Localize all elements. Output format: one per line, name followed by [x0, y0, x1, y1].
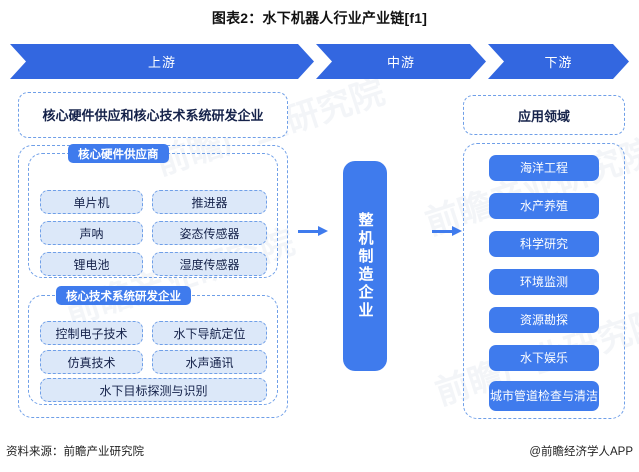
upstream-item: 锂电池: [40, 252, 143, 276]
arrow-head: [452, 226, 462, 236]
downstream-item: 科学研究: [489, 231, 599, 257]
upstream-header: 核心硬件供应和核心技术系统研发企业: [18, 92, 288, 138]
upstream-item: 单片机: [40, 190, 143, 214]
credit-note: @前瞻经济学人APP: [529, 446, 633, 458]
downstream-item: 水下娱乐: [489, 345, 599, 371]
source-note: 资料来源：前瞻产业研究院: [6, 446, 144, 458]
arrow-shaft: [432, 230, 454, 233]
ribbon-segment-upstream: 上游: [10, 44, 314, 79]
stage-ribbon: 上游 中游 下游: [10, 44, 629, 79]
downstream-container: [463, 143, 625, 419]
upstream-item: 水声通讯: [152, 350, 267, 374]
arrow-shaft: [298, 230, 320, 233]
upstream-item: 姿态传感器: [152, 221, 267, 245]
downstream-header: 应用领域: [463, 95, 625, 135]
page-title: 图表2：水下机器人行业产业链[f1]: [211, 10, 428, 26]
ribbon-segment-midstream: 中游: [316, 44, 486, 79]
downstream-item: 城市管道检查与清洁: [489, 381, 599, 411]
downstream-item: 环境监测: [489, 269, 599, 295]
arrow-right-icon: [432, 226, 462, 238]
upstream-item: 水下目标探测与识别: [40, 378, 267, 402]
upstream-item: 推进器: [152, 190, 267, 214]
arrow-right-icon: [298, 226, 328, 238]
upstream-item: 仿真技术: [40, 350, 143, 374]
upstream-group-technology-label: 核心技术系统研发企业: [56, 286, 191, 305]
upstream-item: 声呐: [40, 221, 143, 245]
downstream-item: 水产养殖: [489, 193, 599, 219]
arrow-head: [318, 226, 328, 236]
upstream-item: 水下导航定位: [152, 321, 267, 345]
upstream-item: 控制电子技术: [40, 321, 143, 345]
upstream-item: 湿度传感器: [152, 252, 267, 276]
downstream-item: 资源勘探: [489, 307, 599, 333]
downstream-item: 海洋工程: [489, 155, 599, 181]
midstream-box: 整机制造企业: [343, 161, 387, 371]
ribbon-segment-downstream: 下游: [488, 44, 629, 79]
upstream-group-hardware-label: 核心硬件供应商: [68, 144, 169, 163]
